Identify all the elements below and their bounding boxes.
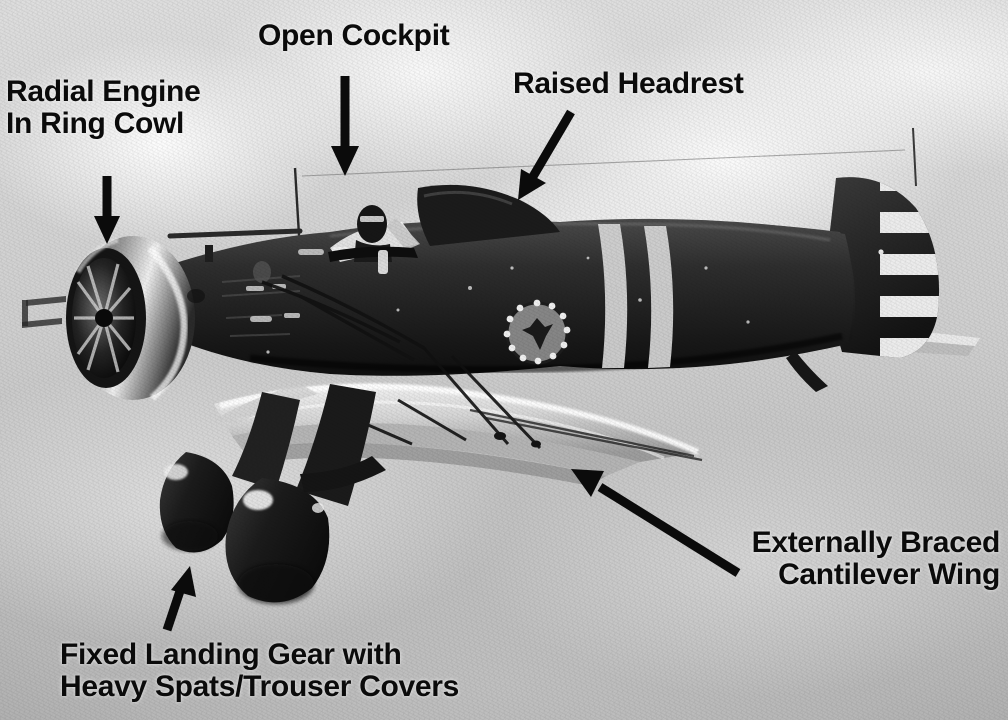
label-radial-engine-line2: In Ring Cowl xyxy=(6,106,185,140)
engine-cowl xyxy=(66,236,195,401)
squadron-insignia xyxy=(503,299,571,365)
label-raised-headrest-line1: Raised Headrest xyxy=(513,67,744,100)
label-cantilever-wing-line1: Externally Braced xyxy=(751,526,1001,559)
label-cantilever-wing-line2: Cantilever Wing xyxy=(778,557,1000,591)
arrow-cantilever-wing xyxy=(571,469,741,577)
label-raised-headrest: Raised Headrest xyxy=(513,68,744,100)
label-fixed-landing-gear-line1: Fixed Landing Gear with xyxy=(60,638,402,671)
label-fixed-landing-gear-line2: Heavy Spats/Trouser Covers xyxy=(60,669,460,703)
arrow-radial-engine xyxy=(94,176,120,244)
label-radial-engine-line1: Radial Engine xyxy=(6,75,201,108)
arrow-open-cockpit xyxy=(331,76,359,176)
arrow-raised-headrest xyxy=(518,109,575,200)
label-open-cockpit-line1: Open Cockpit xyxy=(258,19,450,52)
landing-gear xyxy=(159,384,386,604)
arrow-fixed-landing-gear xyxy=(162,566,196,632)
label-open-cockpit: Open Cockpit xyxy=(258,19,450,52)
cockpit-group xyxy=(328,184,560,274)
